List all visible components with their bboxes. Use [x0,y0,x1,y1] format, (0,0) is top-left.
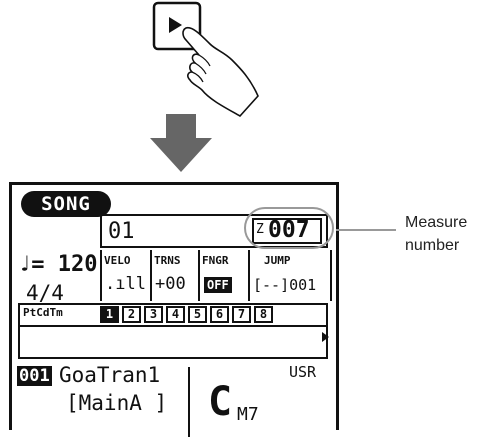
usr-label: USR [289,363,317,381]
chord-root: C [208,379,233,425]
callout-leader-line [336,229,396,231]
time-signature: 4/4 [26,281,64,305]
callout-line-1: Measure [405,214,468,231]
track-tabs: PtCdTm 1 2 3 4 5 6 7 8 [20,305,326,325]
track-bar: PtCdTm 1 2 3 4 5 6 7 8 [18,303,329,359]
callout-line-2: number [405,237,460,254]
status-label: JUMP [264,254,291,267]
chord-divider [188,367,190,437]
track-1[interactable]: 1 [100,306,119,323]
mode-badge-label: SONG [41,193,91,215]
status-velocity: VELO .ıll [102,250,150,301]
track-divider [20,325,326,327]
tempo-display: ♩= 120 [18,252,98,277]
hand-icon [182,26,259,118]
track-6[interactable]: 6 [210,306,229,323]
style-number: 001 [17,366,52,386]
callout-label: Measure number [405,211,467,257]
status-value: [--]001 [253,276,317,294]
status-transpose: TRNS +00 [150,250,198,301]
track-3[interactable]: 3 [144,306,163,323]
track-7[interactable]: 7 [232,306,251,323]
mode-badge: SONG [21,191,111,217]
status-fingering: FNGR OFF [198,250,248,301]
arrow-down-icon [150,114,212,172]
status-value: .ıll [105,274,146,294]
measure-number: 007 [268,217,310,243]
status-value: OFF [204,277,232,293]
chord-type: M7 [237,404,259,425]
track-4[interactable]: 4 [166,306,185,323]
style-name: GoaTran1 [59,363,161,387]
status-label: VELO [104,254,131,267]
status-jump: JUMP [--]001 [248,250,326,301]
style-section: [MainA ] [66,391,168,415]
lcd-screen: SONG 01 Z 007 ♩= 120 4/4 VELO .ıll TRNS … [9,182,339,437]
track-5[interactable]: 5 [188,306,207,323]
status-value: +00 [155,274,186,294]
track-label: PtCdTm [23,306,63,319]
measure-highlight-ring [244,207,334,249]
play-icon [169,17,182,33]
status-label: TRNS [154,254,181,267]
scroll-right-icon [322,332,329,342]
song-number: 01 [108,219,135,244]
status-label: FNGR [202,254,229,267]
play-button-press-illustration [152,1,259,118]
status-grid: VELO .ıll TRNS +00 FNGR OFF JUMP [--]001 [100,250,332,301]
track-2[interactable]: 2 [122,306,141,323]
track-8[interactable]: 8 [254,306,273,323]
